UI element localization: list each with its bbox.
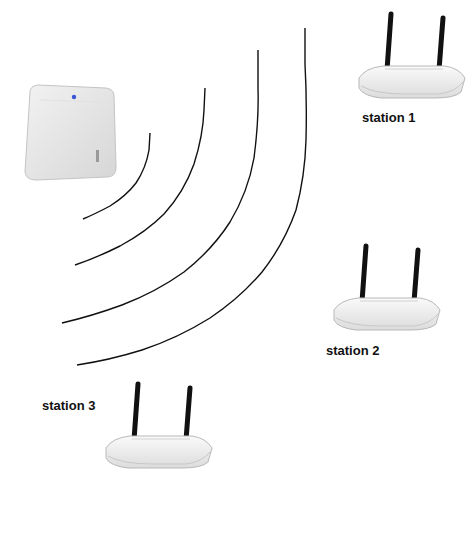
router-icon xyxy=(359,14,465,98)
station-label: station 2 xyxy=(326,343,379,359)
access-point xyxy=(25,85,116,180)
router-icon xyxy=(334,246,440,330)
router-icon xyxy=(106,384,212,468)
station-label: station 1 xyxy=(362,110,415,126)
station-label: station 3 xyxy=(42,398,95,414)
signal-waves xyxy=(62,28,306,365)
